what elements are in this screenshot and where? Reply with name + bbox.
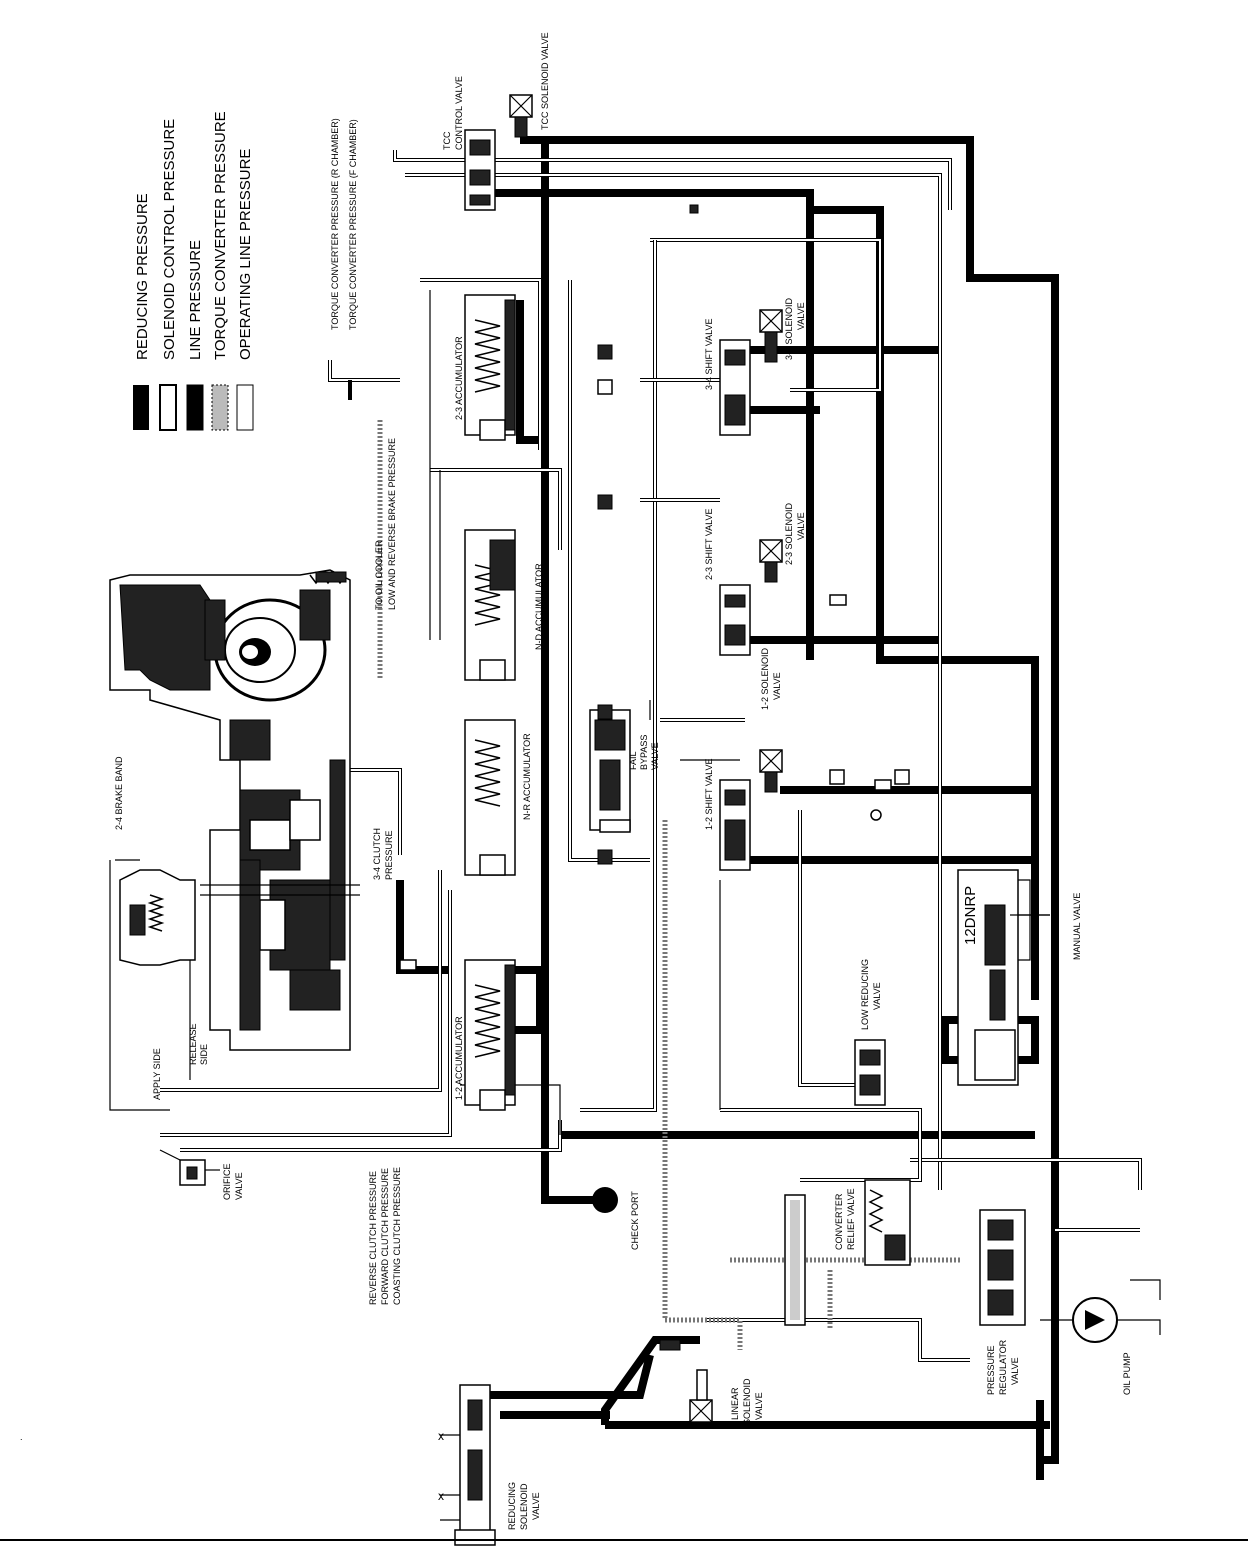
legend-swatch-torque-converter: [211, 384, 229, 431]
shift-valve-23: [719, 584, 751, 656]
solenoid-23: [759, 539, 783, 583]
label-acc-23: 2-3 ACCUMULATOR: [454, 336, 464, 420]
label-clutch-34-2: PRESSURE: [384, 830, 394, 880]
label-pressure-reg-2: REGULATOR: [998, 1339, 1008, 1395]
label-tcc-control-2: CONTROL VALVE: [454, 76, 464, 150]
transmission-cross-section: [109, 569, 360, 1051]
shift-valve-12: [719, 779, 751, 871]
label-fail-bypass-3: VALVE: [650, 742, 660, 770]
label-brake-band: 2-4 BRAKE BAND: [114, 756, 124, 830]
label-acc-nr: N-R ACCUMULATOR: [522, 733, 532, 820]
converter-relief-box: [784, 1194, 806, 1326]
pressure-regulator-valve: [979, 1209, 1026, 1326]
label-reducing-sol-3: VALVE: [531, 1492, 541, 1520]
label-tcc-solenoid: TCC SOLENOID VALVE: [540, 32, 550, 130]
fail-bypass-valve: [589, 709, 631, 833]
label-release-side-1: RELEASE: [188, 1023, 198, 1065]
legend-swatch-solenoid: [159, 384, 177, 431]
label-sol-34-2: VALVE: [796, 302, 806, 330]
label-sol-34-1: 3-4 SOLENOID: [784, 297, 794, 360]
label-manual-positions: 12DNRP: [962, 886, 979, 945]
check-balls: [399, 204, 910, 971]
legend: REDUCING PRESSURE SOLENOID CONTROL PRESS…: [133, 111, 254, 431]
label-fail-bypass-1: FAIL: [628, 751, 638, 770]
label-sol-23-2: VALVE: [796, 512, 806, 540]
label-fail-bypass-2: BYPASS: [639, 735, 649, 770]
legend-swatch-line: [186, 384, 204, 431]
label-release-side-2: SIDE: [199, 1044, 209, 1065]
label-clutch-34-1: 3-4 CLUTCH: [372, 828, 382, 880]
manual-valve: [957, 869, 1050, 1086]
accumulator-12: [464, 959, 516, 1111]
label-reducing-sol-2: SOLENOID: [519, 1483, 529, 1530]
label-linear-sol-3: VALVE: [754, 1392, 764, 1420]
label-acc-nd: N-D ACCUMULATOR: [534, 563, 544, 650]
label-low-reducing-1: LOW REDUCING: [860, 959, 870, 1030]
orifice-valve: [159, 1149, 220, 1186]
label-rev-clutch: REVERSE CLUTCH PRESSURE: [368, 1171, 378, 1305]
label-x-mark-top: x: [438, 1429, 444, 1443]
legend-swatch-operating: [236, 384, 254, 431]
legend-label-operating: OPERATING LINE PRESSURE: [237, 149, 254, 360]
legend-label-torque-converter: TORQUE CONVERTER PRESSURE: [212, 111, 229, 360]
legend-label-line: LINE PRESSURE: [187, 240, 204, 360]
label-sol-23-1: 2-3 SOLENOID: [784, 502, 794, 565]
label-coast-clutch: COASTING CLUTCH PRESSURE: [392, 1167, 402, 1305]
tcc-solenoid-valve: [509, 94, 533, 138]
accumulator-23: [464, 294, 516, 441]
legend-label-reducing: REDUCING PRESSURE: [134, 193, 151, 360]
label-shift-12: 1-2 SHIFT VALVE: [704, 758, 714, 830]
label-reducing-sol-1: REDUCING: [507, 1482, 517, 1530]
label-acc-12: 1-2 ACCUMULATOR: [454, 1016, 464, 1100]
label-sol-12-2: VALVE: [772, 672, 782, 700]
shift-valve-34: [719, 339, 751, 436]
label-shift-23: 2-3 SHIFT VALVE: [704, 508, 714, 580]
label-x-mark-bottom: x: [438, 1489, 444, 1503]
diagram-labels: TCC SOLENOID VALVE TCC CONTROL VALVE TOR…: [114, 32, 1132, 1530]
label-low-reducing-2: VALVE: [872, 982, 882, 1010]
label-shift-34: 3-4 SHIFT VALVE: [704, 318, 714, 390]
label-conv-relief-1: CONVERTER: [834, 1193, 844, 1250]
label-oil-cooler: TO OIL COOLER: [374, 540, 384, 610]
label-orifice-2: VALVE: [234, 1172, 244, 1200]
label-apply-side: APPLY SIDE: [152, 1048, 162, 1100]
label-linear-sol-2: SOLENOID: [742, 1378, 752, 1425]
label-orifice-1: ORIFICE: [222, 1163, 232, 1200]
low-reducing-valve: [854, 1039, 886, 1106]
converter-relief-valve: [864, 1179, 911, 1266]
solenoid-12: [759, 749, 783, 793]
label-fwd-clutch: FORWARD CLUTCH PRESSURE: [380, 1168, 390, 1305]
oil-pump: [1040, 1297, 1161, 1343]
reducing-solenoid-valve: [454, 1384, 496, 1546]
legend-label-solenoid: SOLENOID CONTROL PRESSURE: [161, 119, 178, 360]
label-oil-pump: OIL PUMP: [1122, 1352, 1132, 1395]
check-port: [592, 1187, 618, 1213]
label-conv-relief-2: RELIEF VALVE: [846, 1188, 856, 1250]
label-linear-sol-1: LINEAR: [730, 1387, 740, 1420]
label-tc-f: TORQUE CONVERTER PRESSURE (F CHAMBER): [348, 119, 358, 330]
solenoid-34: [759, 309, 783, 363]
tcc-control-valve: [464, 129, 496, 211]
linear-solenoid-valve: [659, 1339, 713, 1423]
label-manual-valve: MANUAL VALVE: [1072, 893, 1082, 960]
accumulator-nd: [464, 529, 516, 681]
label-tcc-control-1: TCC: [442, 131, 452, 150]
label-check-port: CHECK PORT: [630, 1191, 640, 1250]
legend-swatch-reducing: [133, 385, 149, 430]
torque-converter-circuit: [377, 420, 960, 1350]
brake-band-servo: [119, 869, 196, 966]
line-pressure-circuit: [396, 136, 1059, 1480]
check-port-dot: [592, 1187, 618, 1213]
label-pressure-reg-1: PRESSURE: [986, 1345, 996, 1395]
label-low-rev-brake: LOW AND REVERSE BRAKE PRESSURE: [387, 438, 397, 610]
label-tc-r: TORQUE CONVERTER PRESSURE (R CHAMBER): [330, 118, 340, 330]
accumulator-nr: [464, 719, 516, 876]
label-pressure-reg-3: VALVE: [1010, 1357, 1020, 1385]
label-sol-12-1: 1-2 SOLENOID: [760, 647, 770, 710]
mark: .: [20, 1432, 23, 1442]
